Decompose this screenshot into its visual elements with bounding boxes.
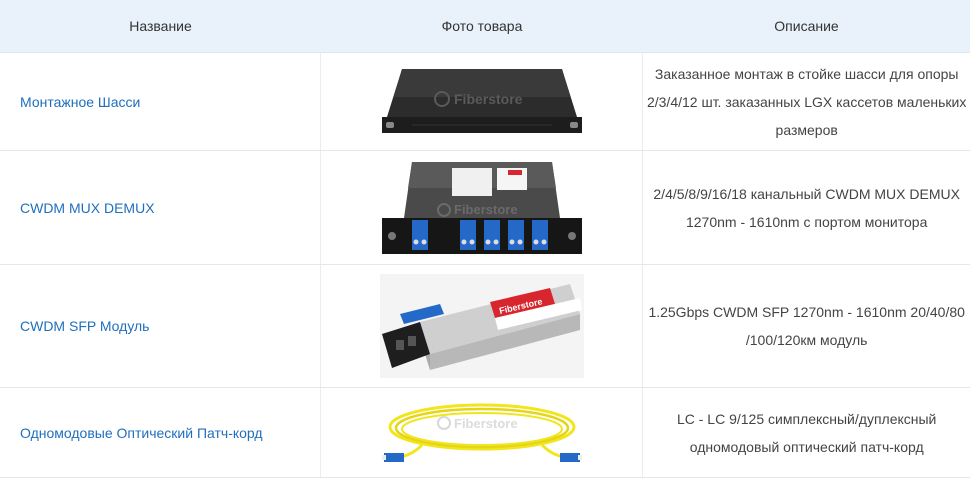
product-link-cwdm-sfp[interactable]: CWDM SFP Модуль: [20, 318, 150, 334]
description-cwdm-sfp: 1.25Gbps CWDM SFP 1270nm - 1610nm 20/40/…: [648, 304, 965, 348]
product-link-patch-cord[interactable]: Одномодовые Оптический Патч-корд: [20, 424, 263, 441]
table-row: CWDM SFP Модуль Fiberstore 1.25Gbps CWDM…: [0, 265, 970, 388]
description-chassis: Заказанное монтаж в стойке шасси для опо…: [646, 65, 967, 138]
cwdm-mux-demux-image: Fiberstore: [321, 151, 644, 264]
header-name: Название: [129, 18, 192, 34]
watermark-text: Fiberstore: [454, 202, 518, 217]
watermark-text: Fiberstore: [454, 416, 518, 431]
watermark-text: Fiberstore: [454, 91, 523, 107]
description-cwdm-mux-demux: 2/4/5/8/9/16/18 канальный CWDM MUX DEMUX…: [653, 185, 960, 230]
table-row: CWDM MUX DEMUX: [0, 151, 970, 265]
product-link-chassis[interactable]: Монтажное Шасси: [20, 93, 141, 110]
header-photo: Фото товара: [441, 18, 523, 34]
table-row: Монтажное Шасси Fiberstore Заказанное мо…: [0, 53, 970, 151]
product-link-cwdm-mux-demux[interactable]: CWDM MUX DEMUX: [20, 199, 155, 216]
table-row: Одномодовые Оптический Патч-корд Fiberst…: [0, 388, 970, 478]
patch-cord-image: Fiberstore: [321, 388, 644, 477]
header-description: Описание: [774, 18, 839, 34]
cwdm-sfp-module-image: Fiberstore: [321, 265, 644, 387]
table-header: Название Фото товара Описание: [0, 0, 970, 53]
rack-chassis-image: Fiberstore: [321, 53, 644, 150]
description-patch-cord: LC - LC 9/125 симплексный/дуплексный одн…: [676, 410, 937, 455]
